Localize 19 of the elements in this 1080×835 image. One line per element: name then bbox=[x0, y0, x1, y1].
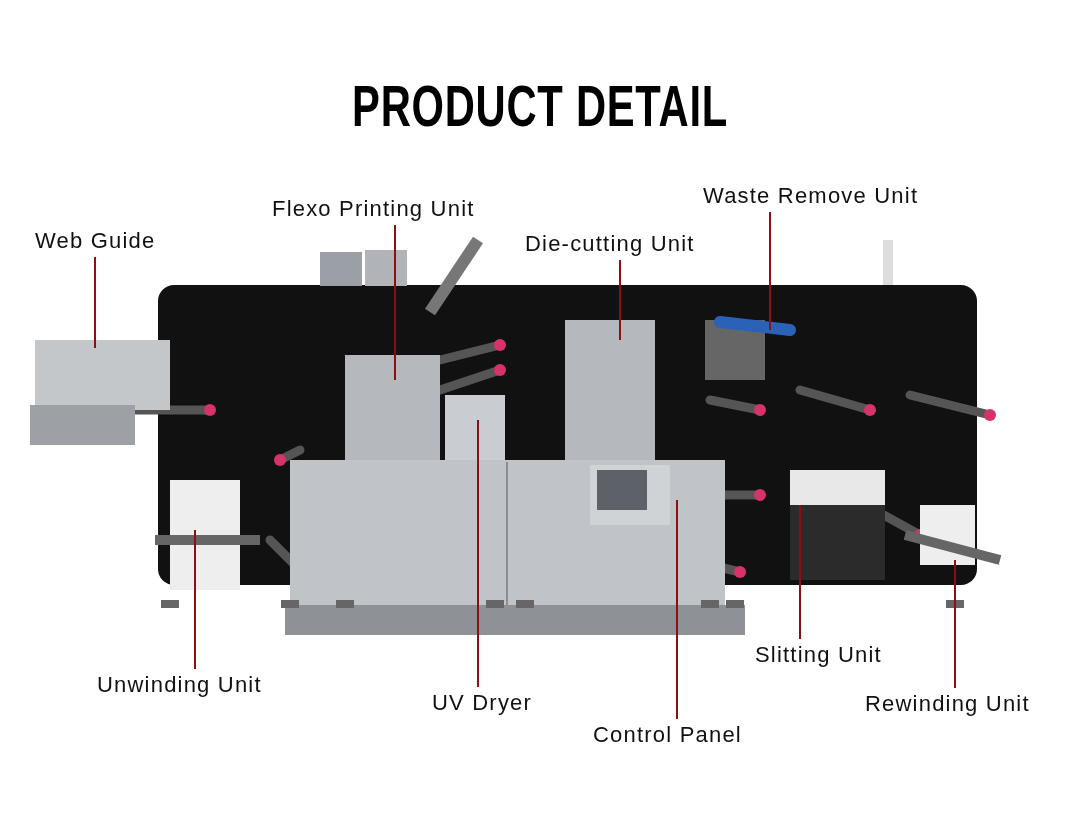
leader-line bbox=[94, 256, 96, 349]
leader-line bbox=[619, 259, 621, 341]
part-label: Flexo Printing Unit bbox=[272, 196, 475, 222]
part-label: Waste Remove Unit bbox=[703, 183, 919, 209]
leader-line bbox=[769, 211, 771, 331]
part-label: Control Panel bbox=[593, 722, 742, 748]
leader-line bbox=[954, 559, 956, 689]
part-label: Unwinding Unit bbox=[97, 672, 262, 698]
leader-line bbox=[394, 224, 396, 381]
leader-line bbox=[799, 504, 801, 640]
leader-line bbox=[676, 499, 678, 720]
page-title: PRODUCT DETAIL bbox=[352, 72, 728, 139]
leader-line bbox=[477, 419, 479, 688]
part-label: Slitting Unit bbox=[755, 642, 882, 668]
part-label: Web Guide bbox=[35, 228, 156, 254]
part-label: Die-cutting Unit bbox=[525, 231, 695, 257]
part-label: UV Dryer bbox=[432, 690, 533, 716]
part-label: Rewinding Unit bbox=[865, 691, 1030, 717]
leader-line bbox=[194, 529, 196, 670]
